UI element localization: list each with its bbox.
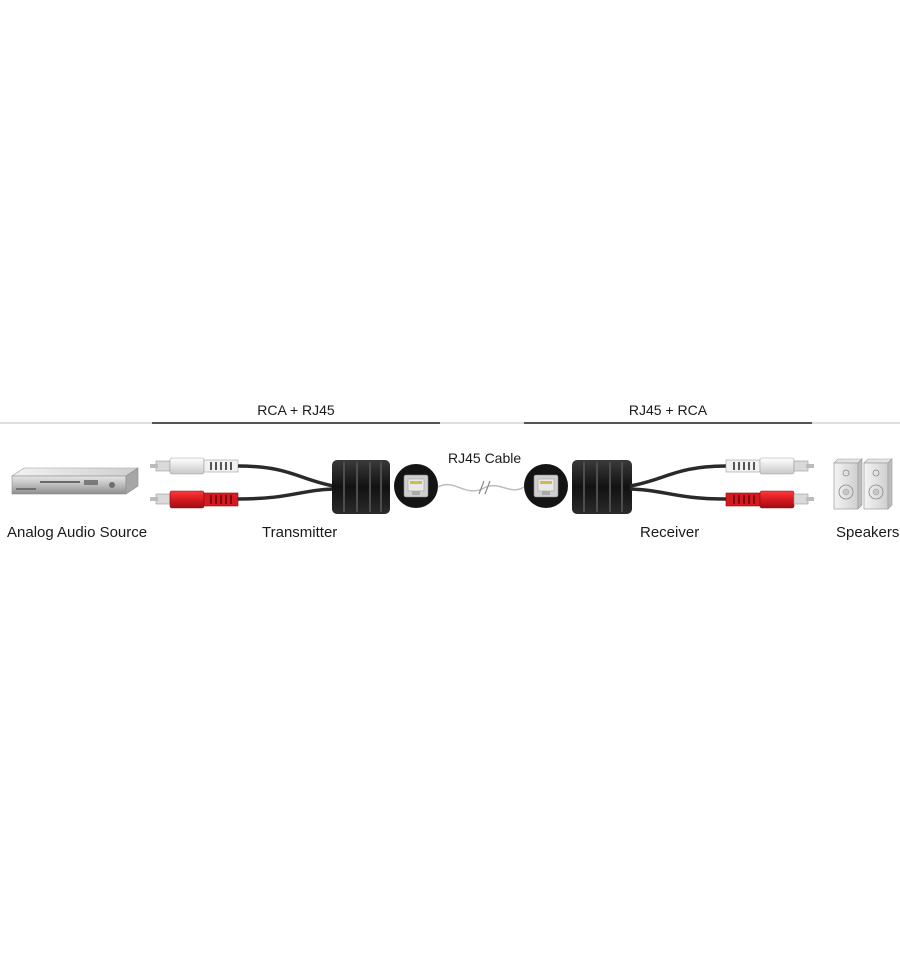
- receiver-section-label: RJ45 + RCA: [628, 402, 708, 418]
- transmitter-rj45-jack-icon: [394, 464, 438, 508]
- audio-player-icon: [11, 467, 139, 495]
- rca-red-plug-icon: [150, 490, 239, 509]
- receiver-white-cable: [629, 464, 727, 488]
- receiver-rca-white-plug-icon: [725, 457, 814, 475]
- speakers-label: Speakers: [836, 524, 900, 541]
- speaker-left-icon: [833, 458, 863, 510]
- source-label: Analog Audio Source: [7, 524, 148, 541]
- receiver-rca-red-plug-icon: [725, 490, 814, 509]
- transmitter-section-label: RCA + RJ45: [257, 402, 335, 418]
- rca-white-plug-icon: [150, 457, 239, 475]
- receiver-rj45-jack-icon: [524, 464, 568, 508]
- transmitter-red-cable: [237, 487, 335, 501]
- receiver-red-cable: [629, 487, 727, 501]
- transmitter-balun-icon: [332, 460, 390, 514]
- receiver-balun-icon: [572, 460, 632, 514]
- transmitter-white-cable: [237, 464, 335, 488]
- receiver-label: Receiver: [640, 524, 700, 541]
- cable-break-icon: [478, 480, 491, 495]
- speakers-icon: [833, 458, 893, 510]
- cable-label: RJ45 Cable: [448, 450, 522, 466]
- speaker-right-icon: [863, 458, 893, 510]
- rj45-cable-left: [437, 484, 485, 492]
- transmitter-label: Transmitter: [262, 524, 338, 541]
- rj45-cable-right: [483, 484, 525, 491]
